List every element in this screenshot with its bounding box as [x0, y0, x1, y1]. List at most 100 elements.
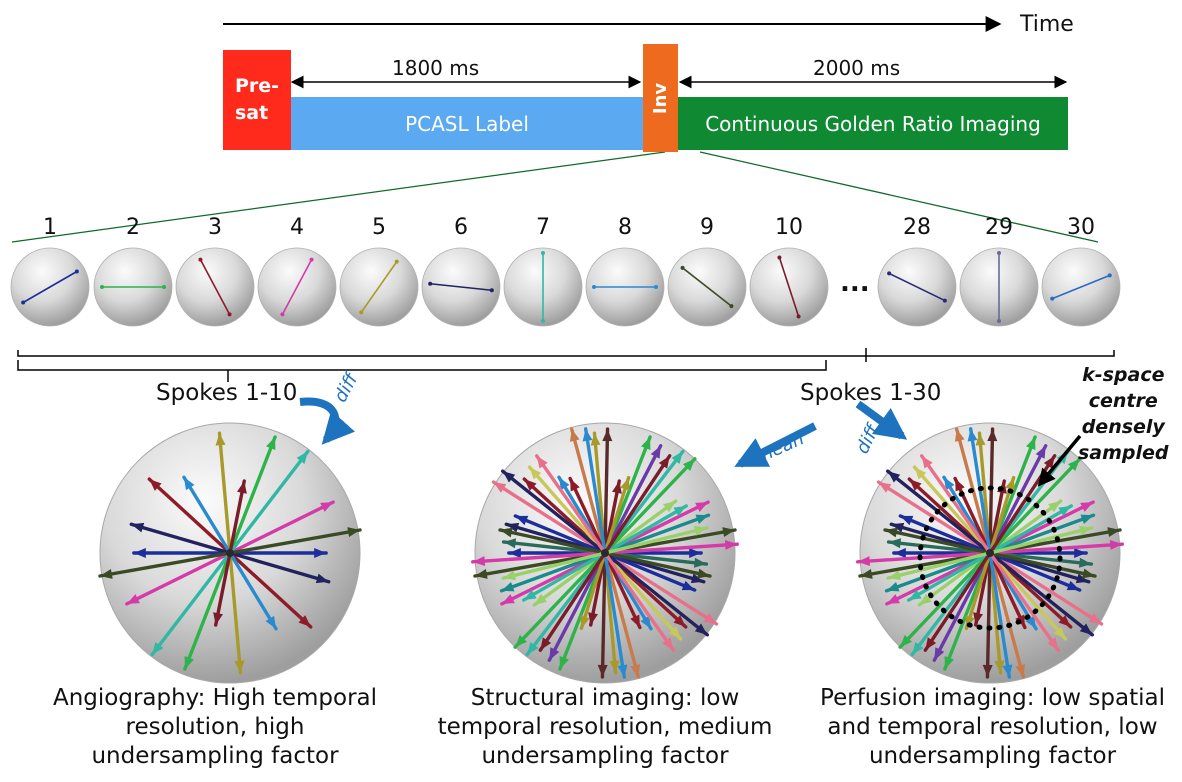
- spoke-arrowhead: [900, 515, 914, 526]
- spoke-arrowhead: [919, 593, 932, 605]
- spoke-arrowhead: [944, 655, 954, 669]
- spoke-arrowhead: [582, 428, 593, 442]
- spoke-end: [280, 312, 285, 317]
- spoke-arrowhead: [506, 522, 520, 533]
- brace-spokes-1-30: [17, 350, 1115, 357]
- imaging-duration: 2000 ms: [813, 56, 901, 80]
- spoke-arrowhead: [534, 593, 547, 605]
- spoke-arrowhead: [524, 479, 537, 491]
- spoke-end: [359, 310, 364, 315]
- kspace-arrow: [1037, 434, 1082, 487]
- spokes-1-10-label: Spokes 1-10: [156, 380, 298, 406]
- diff-arrow-angiography: [299, 397, 356, 445]
- spoke-arrowhead: [559, 655, 569, 669]
- spoke-arrowhead: [527, 642, 539, 655]
- inversion-label: Inv: [650, 82, 671, 114]
- spoke-arrowhead: [987, 429, 998, 442]
- spoke-end: [680, 265, 685, 270]
- spoke-arrowhead: [662, 637, 674, 651]
- spoke-arrowhead: [501, 581, 515, 592]
- single-spoke: [1051, 274, 1111, 300]
- spoke-arrowhead: [536, 455, 548, 469]
- spoke-arrowhead: [658, 455, 670, 469]
- spoke-end: [729, 304, 734, 309]
- spoke-arrowhead: [503, 538, 517, 549]
- spoke-end: [942, 298, 947, 303]
- spoke-arrowhead: [888, 570, 902, 581]
- diff-arrow-perfusion: [855, 400, 908, 440]
- spoke-end: [654, 285, 658, 289]
- spoke-end: [428, 281, 433, 286]
- spoke-arrowhead: [668, 626, 681, 639]
- spoke-arrowhead: [954, 429, 965, 442]
- spoke-end: [489, 288, 494, 293]
- spoke-number: 29: [985, 215, 1013, 240]
- spoke-arrowhead: [215, 433, 226, 446]
- spoke-number: 7: [536, 215, 550, 240]
- spoke-end: [162, 285, 166, 289]
- spoke-arrowhead: [630, 614, 640, 628]
- single-spoke: [360, 261, 398, 313]
- spoke-arrowhead: [1043, 455, 1055, 469]
- spoke-number: 10: [775, 215, 803, 240]
- spoke-number: 6: [454, 215, 468, 240]
- spoke-arrowhead: [149, 479, 162, 491]
- spoke-arrowhead: [689, 548, 702, 558]
- spoke-arrowhead: [620, 477, 630, 491]
- spoke-arrowhead: [347, 527, 361, 538]
- spoke-arrowhead: [955, 478, 965, 492]
- spoke-arrowhead: [695, 502, 709, 512]
- spoke-end: [100, 285, 104, 289]
- single-spoke: [778, 257, 800, 317]
- single-spoke: [430, 282, 492, 292]
- spoke-arrowhead: [588, 612, 598, 626]
- spoke-arrowhead: [697, 568, 710, 579]
- spoke-arrowhead: [237, 480, 247, 494]
- spoke-arrowhead: [1026, 437, 1036, 451]
- ellipsis: ...: [840, 268, 870, 298]
- dense-centre-circle: [917, 485, 1063, 631]
- spoke-arrowhead: [131, 522, 145, 533]
- spoke-arrowhead: [640, 615, 652, 629]
- spoke-arrowhead: [693, 525, 707, 536]
- single-spoke: [199, 259, 231, 315]
- spoke-arrowhead: [1074, 548, 1087, 558]
- spoke-arrowhead: [152, 642, 164, 655]
- spoke-arrowhead: [994, 660, 1005, 673]
- spoke-arrowhead: [891, 522, 905, 533]
- single-spoke: [281, 259, 313, 315]
- brace-spokes-1-10: [17, 360, 827, 371]
- spoke-arrowhead: [975, 433, 986, 446]
- spoke-end: [227, 312, 232, 317]
- spoke-number: 9: [700, 215, 714, 240]
- spoke-arrowhead: [893, 548, 906, 558]
- spoke-arrowhead: [1088, 613, 1102, 624]
- spoke-arrowhead: [690, 573, 704, 584]
- label-duration: 1800 ms: [392, 56, 480, 80]
- spoke-arrowhead: [529, 467, 542, 480]
- spoke-arrowhead: [673, 505, 687, 517]
- inversion-block: Inv: [643, 44, 678, 152]
- small-spheres-row: [10, 247, 1121, 327]
- spoke-arrowhead: [859, 568, 873, 579]
- spoke-arrowhead: [650, 445, 661, 459]
- spoke-arrowhead: [569, 429, 580, 442]
- single-spoke: [22, 270, 78, 304]
- spoke-end: [541, 319, 545, 323]
- spoke-arrowhead: [857, 556, 871, 567]
- spoke-arrowhead: [1058, 615, 1071, 627]
- spoke-arrowhead: [900, 635, 913, 648]
- spoke-end: [592, 285, 596, 289]
- spoke-arrowhead: [886, 581, 900, 592]
- spoke-arrowhead: [1079, 623, 1093, 635]
- spoke-arrowhead: [523, 589, 537, 601]
- spoke-arrowhead: [590, 433, 601, 446]
- spoke-end: [74, 269, 79, 274]
- spoke-number: 2: [126, 215, 140, 240]
- spoke-end: [887, 271, 892, 276]
- spoke-arrowhead: [673, 615, 686, 627]
- spoke-arrowhead: [508, 548, 521, 558]
- sphere-centre: [226, 549, 234, 557]
